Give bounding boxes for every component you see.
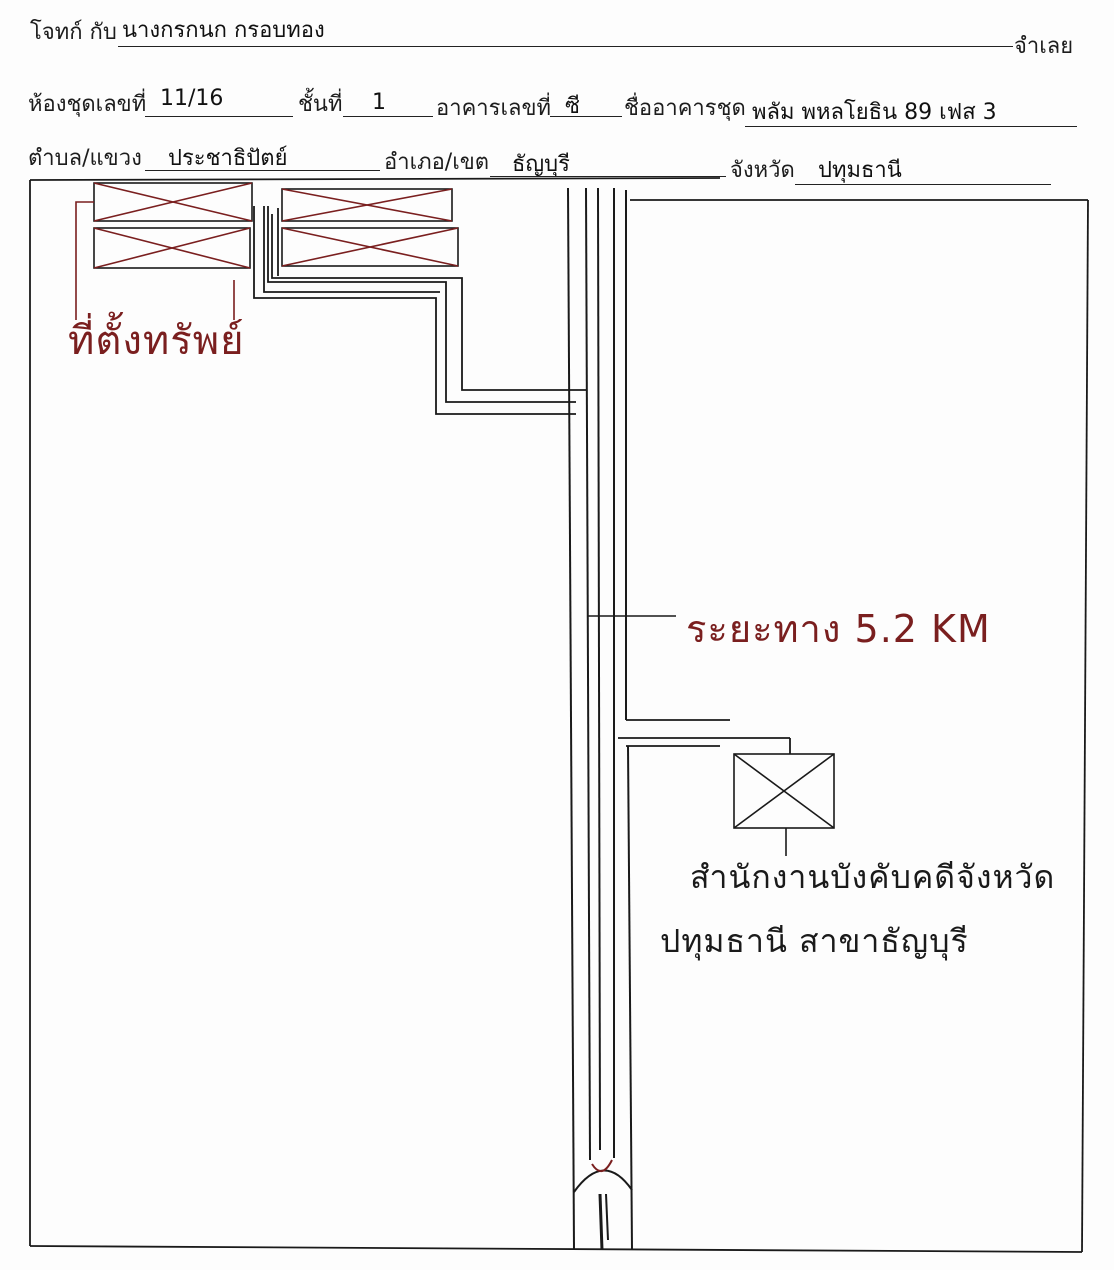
province-value: ปทุมธานี bbox=[818, 158, 902, 183]
property-location-label: ที่ตั้งทรัพย์ bbox=[68, 318, 245, 364]
form-row-location: ตำบล/แขวง ประชาธิปัตย์ อำเภอ/เขต ธัญบุรี… bbox=[0, 138, 1114, 185]
distance-label: ระยะทาง 5.2 KM bbox=[686, 607, 991, 651]
province-label: จังหวัด bbox=[730, 158, 795, 183]
building-name-value: พลัม พหลโยธิน 89 เฟส 3 bbox=[752, 100, 997, 125]
building-no-value: ซี bbox=[565, 94, 580, 119]
office-label-line1: สำนักงานบังคับคดีจังหวัด bbox=[690, 858, 1056, 896]
plaintiff-label: โจทก์ กับ bbox=[30, 20, 117, 45]
district-value: ธัญบุรี bbox=[512, 152, 570, 177]
subdistrict-value: ประชาธิปัตย์ bbox=[168, 146, 288, 171]
main-road bbox=[567, 187, 633, 1251]
province-underline bbox=[795, 184, 1051, 185]
form-row-parties: โจทก์ กับ นางกรกนก กรอบทอง จำเลย bbox=[0, 12, 1114, 59]
building-name-underline bbox=[745, 126, 1077, 127]
room-value: 11/16 bbox=[160, 86, 224, 111]
subdistrict-underline bbox=[145, 170, 380, 171]
building-name-label: ชื่ออาคารชุด bbox=[624, 96, 746, 121]
plaintiff-name: นางกรกนก กรอบทอง bbox=[122, 18, 325, 43]
office-building bbox=[733, 753, 835, 856]
district-underline bbox=[490, 176, 726, 177]
form-row-room: ห้องชุดเลขที่ 11/16 ชั้นที่ 1 อาคารเลขที… bbox=[0, 86, 1114, 127]
office-label-line2: ปทุมธานี สาขาธัญบุรี bbox=[660, 922, 969, 960]
floor-underline bbox=[343, 116, 433, 117]
subdistrict-label: ตำบล/แขวง bbox=[28, 146, 142, 171]
district-label: อำเภอ/เขต bbox=[384, 150, 490, 175]
plaintiff-underline bbox=[118, 46, 1013, 47]
defendant-label: จำเลย bbox=[1014, 34, 1074, 59]
property-pointer bbox=[75, 201, 235, 320]
office-branch-road bbox=[618, 719, 791, 754]
access-road bbox=[253, 206, 586, 415]
room-underline bbox=[145, 116, 293, 117]
floor-label: ชั้นที่ bbox=[298, 92, 343, 117]
building-no-label: อาคารเลขที่ bbox=[436, 96, 551, 121]
room-label: ห้องชุดเลขที่ bbox=[28, 92, 147, 117]
property-buildings bbox=[93, 182, 459, 269]
floor-value: 1 bbox=[372, 90, 386, 115]
map-frame bbox=[29, 177, 1089, 1253]
building-no-underline bbox=[550, 116, 622, 117]
